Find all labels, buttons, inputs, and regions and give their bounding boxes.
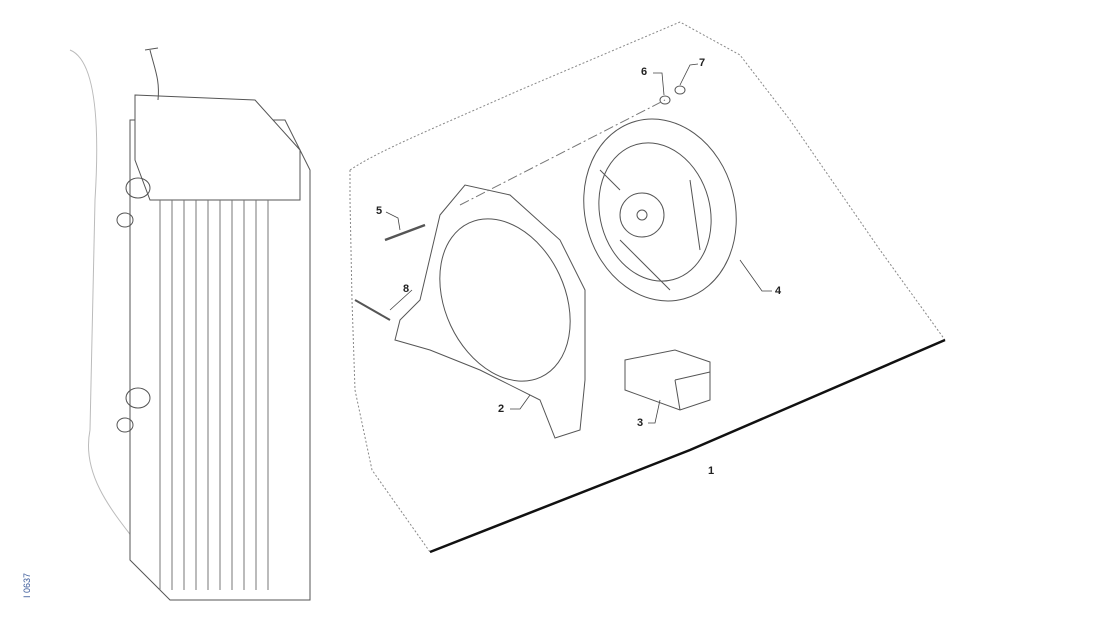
callout-1: 1 [708, 465, 715, 477]
fan-drawing [583, 118, 737, 302]
kit-outline [349, 21, 946, 341]
callout-4: 4 [775, 285, 782, 297]
drawing-code: I 0637 [22, 572, 32, 598]
relay-drawing [624, 349, 711, 411]
callout-7: 7 [699, 57, 706, 69]
callout-5: 5 [376, 205, 383, 217]
callout-8: 8 [403, 283, 410, 295]
callout-2: 2 [498, 403, 505, 415]
callout-6: 6 [641, 66, 648, 78]
callout-3: 3 [637, 417, 644, 429]
fan-shroud-drawing [394, 184, 586, 439]
radiator-drawing [69, 47, 311, 601]
